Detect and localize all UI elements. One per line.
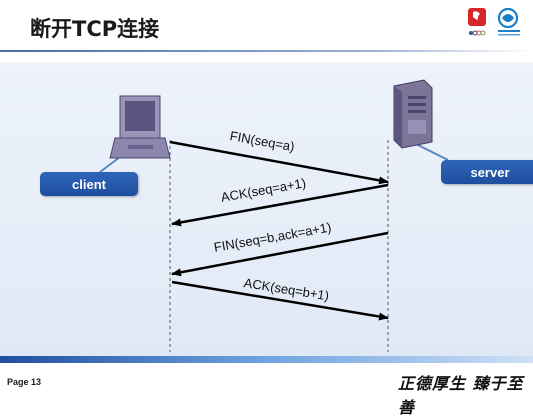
footer-band — [0, 356, 533, 363]
china-mobile-logo — [497, 7, 520, 36]
slide-footer: Page 13 正德厚生 臻于至善 — [0, 363, 533, 417]
page-number: Page 13 — [7, 377, 42, 387]
header-rule — [0, 50, 533, 52]
arrow-fin-b — [171, 231, 389, 277]
arrow-fin-a — [169, 140, 389, 185]
diagram-canvas — [0, 62, 533, 356]
arrow-ack-b1 — [171, 280, 389, 321]
slide-header: 断开TCP连接 — [0, 0, 533, 62]
arrow-ack-a1 — [171, 183, 389, 227]
tcp-close-diagram — [99, 79, 449, 352]
server-label: server — [441, 160, 533, 184]
slide-title: 断开TCP连接 — [30, 17, 160, 41]
server-tower-icon — [393, 79, 433, 149]
sponsor-logos — [468, 7, 520, 36]
client-computer-icon — [109, 95, 171, 159]
client-label: client — [40, 172, 138, 196]
university-motto: 正德厚生 臻于至善 — [398, 374, 524, 417]
beijing-2008-logo — [468, 8, 486, 36]
